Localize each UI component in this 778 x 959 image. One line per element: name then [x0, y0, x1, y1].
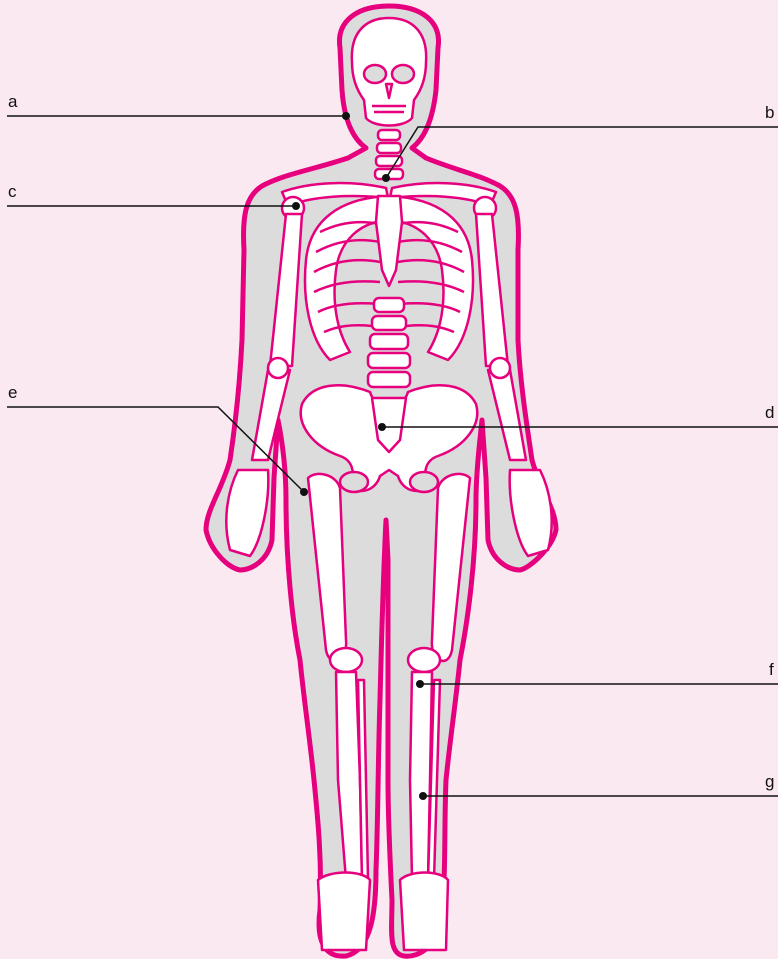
leader-dot-f — [416, 680, 424, 688]
label-a: a — [8, 93, 17, 110]
leader-dot-a — [342, 112, 350, 120]
label-b: b — [765, 104, 774, 121]
leader-dot-d — [378, 423, 386, 431]
leader-dot-c — [292, 202, 300, 210]
label-g: g — [765, 773, 774, 790]
label-d: d — [765, 404, 774, 421]
label-c: c — [8, 183, 17, 200]
leader-dot-g — [419, 792, 427, 800]
leader-dot-b — [382, 174, 390, 182]
leader-dot-e — [300, 488, 308, 496]
label-f: f — [769, 661, 774, 678]
label-e: e — [8, 384, 17, 401]
